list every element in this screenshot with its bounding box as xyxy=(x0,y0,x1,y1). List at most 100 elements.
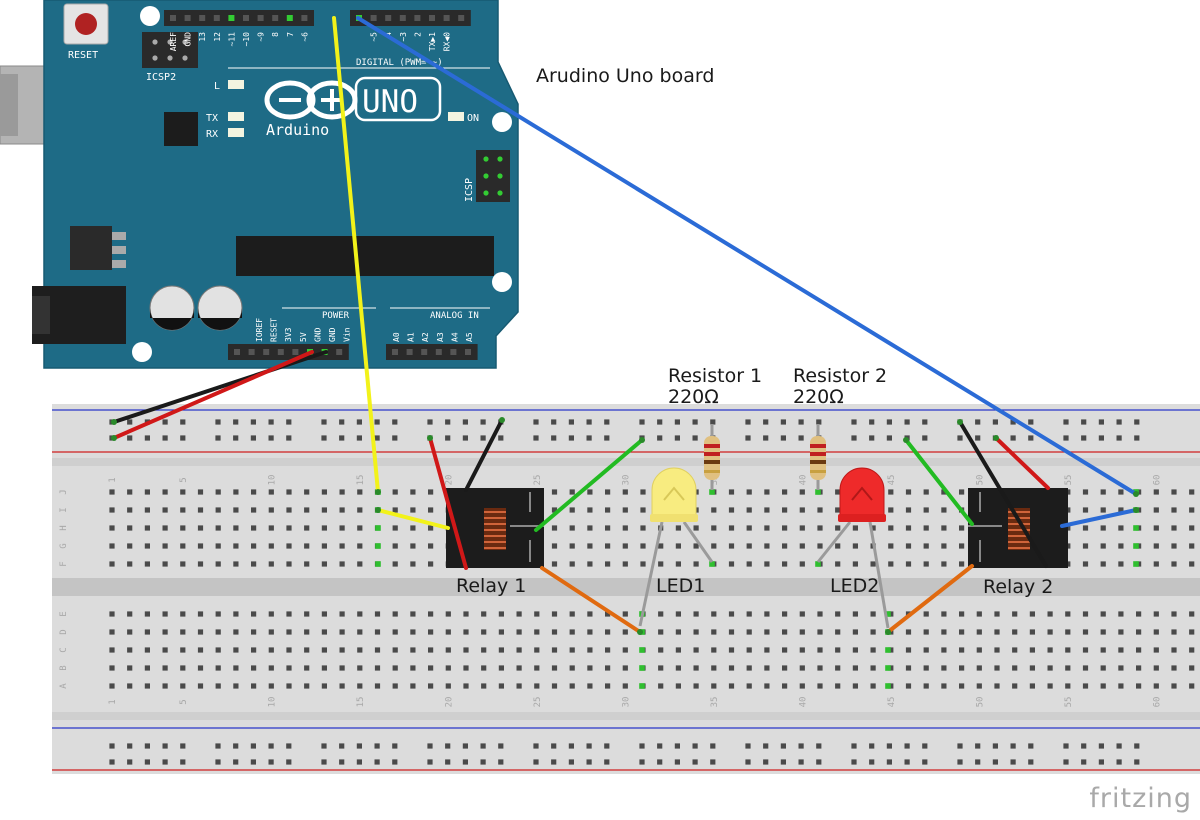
breadboard-hole xyxy=(1189,525,1195,531)
breadboard-hole xyxy=(374,665,381,671)
wire-blue xyxy=(1060,508,1138,528)
breadboard-hole xyxy=(605,489,611,495)
breadboard-hole xyxy=(587,561,593,567)
rail-hole xyxy=(763,435,769,441)
breadboard-hole xyxy=(339,561,345,567)
breadboard-hole xyxy=(622,611,628,617)
breadboard-hole xyxy=(144,561,150,567)
breadboard-hole xyxy=(711,647,717,653)
rail-hole xyxy=(692,759,698,765)
breadboard-hole xyxy=(905,665,912,671)
header-pin xyxy=(465,349,471,355)
wire-blue xyxy=(356,16,1138,496)
rail-hole xyxy=(1134,759,1140,765)
breadboard-hole xyxy=(1118,647,1124,653)
breadboard-hole xyxy=(1100,543,1106,549)
column-number: 5 xyxy=(179,477,189,482)
rail-hole xyxy=(1116,435,1122,441)
connected-hole xyxy=(1133,561,1139,567)
breadboard-hole xyxy=(197,665,204,671)
breadboard-hole xyxy=(994,647,1000,653)
rail-hole xyxy=(374,743,380,749)
breadboard-hole xyxy=(746,543,752,549)
rail-hole xyxy=(904,419,910,425)
rail-hole xyxy=(904,759,910,765)
breadboard-hole xyxy=(286,507,292,513)
breadboard-hole xyxy=(428,611,434,617)
rail-hole xyxy=(268,435,274,441)
breadboard-hole xyxy=(870,525,876,531)
breadboard-hole xyxy=(1082,683,1089,689)
rail-hole xyxy=(869,435,875,441)
breadboard-hole xyxy=(127,489,133,495)
breadboard-hole xyxy=(817,665,823,671)
breadboard-hole xyxy=(941,611,947,617)
rail-hole xyxy=(745,743,751,749)
rail-hole xyxy=(286,435,292,441)
rail-hole xyxy=(904,743,910,749)
breadboard-hole xyxy=(693,647,699,653)
breadboard-hole xyxy=(888,611,894,617)
breadboard-hole xyxy=(605,683,611,689)
breadboard-hole xyxy=(746,489,752,495)
breadboard-hole xyxy=(339,611,345,617)
breadboard-hole xyxy=(162,507,168,513)
rail-hole xyxy=(1063,435,1069,441)
breadboard-hole xyxy=(658,647,664,653)
breadboard-hole xyxy=(374,647,381,653)
breadboard-hole xyxy=(304,525,310,531)
breadboard-hole xyxy=(428,507,434,513)
led-tx-indicator xyxy=(228,112,244,121)
rail-hole xyxy=(763,759,769,765)
breadboard-hole xyxy=(251,683,257,689)
breadboard-hole xyxy=(799,543,805,549)
header-pin xyxy=(277,349,284,355)
breadboard-hole xyxy=(835,507,841,513)
resistor-2-value: 220Ω xyxy=(793,386,844,408)
rail-hole xyxy=(356,435,362,441)
breadboard-hole xyxy=(1118,561,1124,567)
breadboard-hole xyxy=(1171,489,1177,495)
rail-hole xyxy=(957,435,963,441)
breadboard-hole xyxy=(693,683,699,689)
rail-hole xyxy=(462,419,468,425)
rail-hole xyxy=(869,419,875,425)
breadboard-hole xyxy=(392,647,398,653)
row-letter: E xyxy=(59,611,69,616)
breadboard-hole xyxy=(693,543,699,549)
power-label: POWER xyxy=(322,311,350,321)
rail-hole xyxy=(1063,759,1069,765)
resistor-2-name: Resistor 2 xyxy=(793,365,888,387)
rail-hole xyxy=(162,435,168,441)
header-pin xyxy=(435,349,442,355)
breadboard-hole xyxy=(905,683,912,689)
uno-badge xyxy=(354,76,442,122)
voltage-regulator-tab xyxy=(112,260,126,268)
breadboard-hole xyxy=(534,683,540,689)
breadboard-hole xyxy=(764,683,770,689)
breadboard-hole xyxy=(251,561,257,567)
breadboard-hole xyxy=(905,525,912,531)
chip-small xyxy=(164,112,198,146)
breadboard-hole xyxy=(782,683,788,689)
column-number: 35 xyxy=(710,475,720,486)
breadboard-hole xyxy=(569,489,575,495)
breadboard-hole xyxy=(534,629,540,635)
row-letter: D xyxy=(59,629,69,634)
connected-hole xyxy=(885,665,891,671)
rail-hole xyxy=(374,435,380,441)
reset-button-cap xyxy=(75,13,97,35)
rail-hole xyxy=(568,435,574,441)
breadboard-hole xyxy=(428,629,434,635)
rail-hole xyxy=(780,759,786,765)
breadboard-hole xyxy=(605,507,611,513)
breadboard-hole xyxy=(1012,665,1018,671)
breadboard-hole xyxy=(357,525,363,531)
pin-label: Vin xyxy=(343,327,352,342)
breadboard-hole xyxy=(923,629,929,635)
breadboard-hole xyxy=(180,543,186,549)
header-pin xyxy=(263,349,270,355)
breadboard-hole xyxy=(711,683,717,689)
breadboard-hole xyxy=(127,543,133,549)
